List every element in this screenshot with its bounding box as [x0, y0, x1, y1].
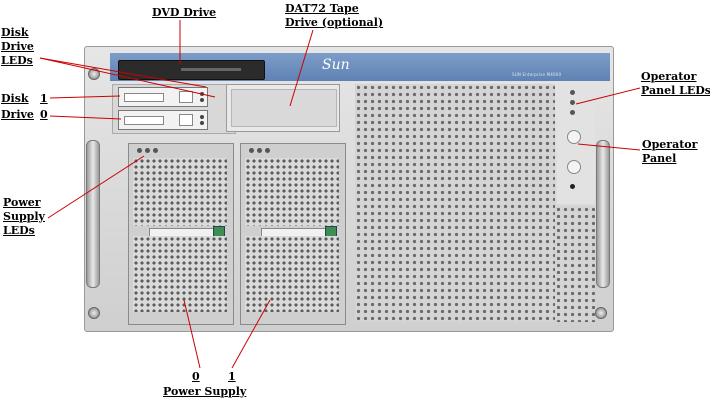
label-disk-1: 1: [40, 92, 48, 105]
sun-logo: Sun: [322, 57, 350, 73]
leader-tape: [289, 29, 314, 107]
label-op-panel-line2: Panel: [642, 152, 677, 165]
power-supply-0: [128, 143, 234, 325]
power-supply-1: [240, 143, 346, 325]
label-disk-0: 0: [40, 108, 48, 121]
label-op-leds-line1: Operator: [641, 70, 697, 83]
power-button[interactable]: [567, 130, 581, 144]
dvd-drive: [118, 60, 265, 80]
leader-op-panel: [577, 143, 641, 151]
psu-led: [153, 148, 158, 153]
leader-disk-leds-b: [39, 57, 216, 98]
label-tape-line1: DAT72 Tape: [285, 2, 359, 15]
label-psu-leds-line1: Power: [3, 196, 41, 209]
screw-bottom-left: [88, 307, 100, 319]
label-disk-leds-line2: Drive: [1, 40, 34, 53]
leader-disk-1: [49, 95, 121, 99]
disk-led: [200, 115, 204, 119]
label-power-supply: Power Supply: [163, 385, 247, 398]
label-psu-leds-line3: LEDs: [3, 224, 35, 237]
psu-vent: [133, 158, 227, 226]
vent-grille: [355, 84, 555, 322]
tape-drive-bay: [226, 84, 340, 132]
label-tape-drive: DAT72 Tape Drive (optional): [285, 2, 383, 30]
leader-psu-0: [183, 299, 201, 369]
label-disk-drive-leds: Disk Drive LEDs: [1, 26, 34, 68]
leader-psu-1: [231, 299, 271, 369]
label-disk-word: Disk: [1, 92, 29, 105]
psu-vent: [133, 236, 227, 312]
label-operator-panel: Operator Panel: [642, 138, 697, 166]
operator-led: [570, 110, 575, 115]
label-operator-panel-leds: Operator Panel LEDs: [641, 70, 710, 98]
tape-drive-cover: [231, 89, 337, 127]
psu-led: [257, 148, 262, 153]
disk-window: [179, 114, 193, 126]
operator-led: [570, 100, 575, 105]
right-handle: [596, 140, 610, 288]
label-op-leds-line2: Panel LEDs: [641, 84, 710, 97]
disk-handle: [124, 116, 164, 125]
label-psu-0: 0: [192, 370, 200, 383]
screw-bottom-right: [595, 307, 607, 319]
leader-disk-leds-a: [39, 57, 207, 88]
disk-led: [200, 121, 204, 125]
psu-led: [145, 148, 150, 153]
psu-vent: [245, 236, 339, 312]
label-disk-leds-line1: Disk: [1, 26, 29, 39]
psu-vent: [245, 158, 339, 226]
operator-led: [570, 90, 575, 95]
vent-grille-lower: [555, 206, 595, 322]
disk-led: [200, 98, 204, 102]
label-drive-word: Drive: [1, 108, 34, 121]
disk-drive-1: [118, 87, 208, 107]
label-dvd-drive: DVD Drive: [152, 6, 217, 19]
leader-disk-0: [49, 115, 122, 120]
key-switch[interactable]: [567, 160, 581, 174]
psu-led: [265, 148, 270, 153]
leader-op-leds: [575, 87, 641, 105]
operator-reset: [570, 184, 575, 189]
psu-led: [137, 148, 142, 153]
model-label: SUN Enterprise M4000: [512, 72, 562, 77]
disk-window: [179, 91, 193, 103]
label-psu-leds-line2: Supply: [3, 210, 45, 223]
label-psu-1: 1: [228, 370, 236, 383]
leader-psu-leds: [47, 155, 145, 219]
label-op-panel-line1: Operator: [642, 138, 698, 151]
dvd-slot: [181, 68, 241, 71]
label-power-supply-leds: Power Supply LEDs: [3, 196, 45, 238]
psu-led: [249, 148, 254, 153]
disk-handle: [124, 93, 164, 102]
label-disk-leds-line3: LEDs: [1, 54, 33, 67]
left-handle: [86, 140, 100, 288]
disk-drive-0: [118, 110, 208, 130]
label-tape-line2: Drive (optional): [285, 16, 384, 29]
